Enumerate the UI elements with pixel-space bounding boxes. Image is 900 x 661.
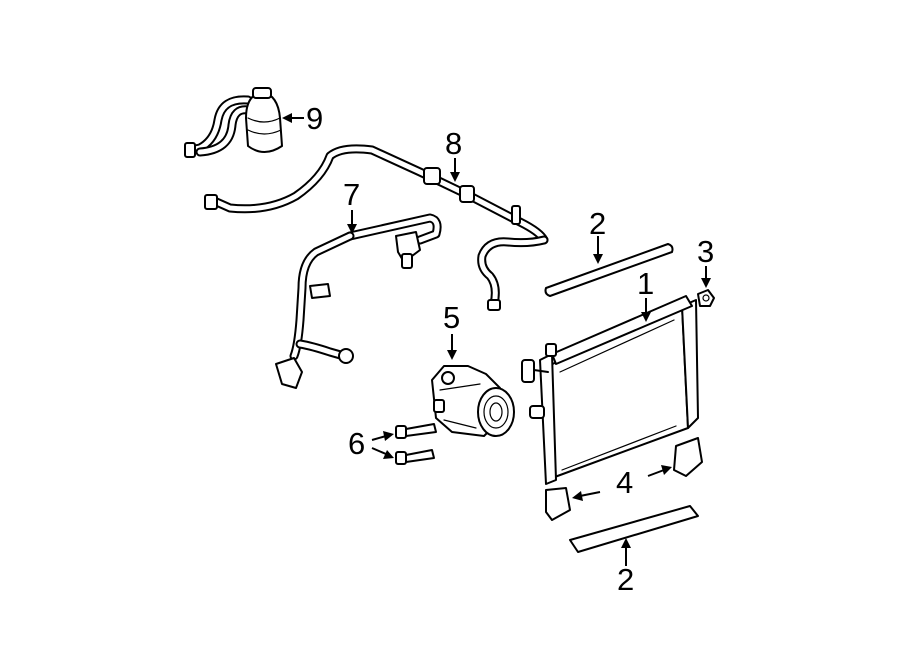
ac-compressor xyxy=(431,365,515,437)
callout-7: 7 xyxy=(343,177,360,212)
condenser-brackets xyxy=(545,437,703,521)
callout-1: 1 xyxy=(637,266,654,301)
callout-9: 9 xyxy=(306,101,323,136)
condenser xyxy=(521,295,699,485)
lower-seal xyxy=(569,505,699,553)
callout-6: 6 xyxy=(348,426,365,461)
leader-arrows xyxy=(282,113,711,566)
callout-5: 5 xyxy=(443,300,460,335)
callout-3: 3 xyxy=(697,234,714,269)
discharge-line xyxy=(275,213,442,389)
callout-4: 4 xyxy=(616,465,633,500)
upper-seal xyxy=(544,243,674,297)
callout-8: 8 xyxy=(445,126,462,161)
suction-hose-assembly xyxy=(204,144,549,311)
accumulator-drier xyxy=(184,87,283,158)
compressor-bolts xyxy=(395,423,437,465)
callout-2-bottom: 2 xyxy=(617,562,634,597)
condenser-bolt xyxy=(697,289,715,307)
callout-2-top: 2 xyxy=(589,206,606,241)
